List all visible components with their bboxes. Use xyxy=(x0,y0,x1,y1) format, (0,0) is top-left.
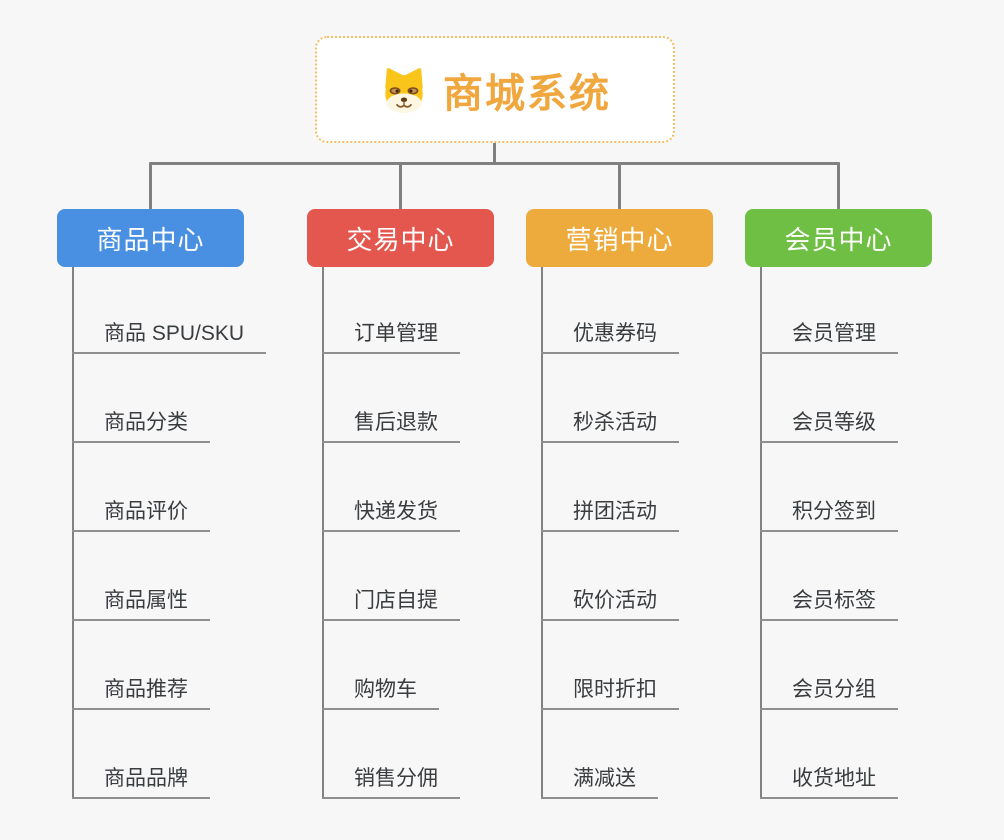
dog-face-icon xyxy=(385,67,423,113)
connector-branch-stub xyxy=(837,162,840,210)
child-node[interactable]: 优惠券码 xyxy=(541,316,679,354)
branch-node-trade-center[interactable]: 交易中心 xyxy=(307,209,494,267)
branch-node-product-center[interactable]: 商品中心 xyxy=(57,209,244,267)
connector-children-spine xyxy=(541,267,543,799)
child-node[interactable]: 商品评价 xyxy=(72,494,210,532)
child-node[interactable]: 商品分类 xyxy=(72,405,210,443)
child-node[interactable]: 购物车 xyxy=(322,672,439,710)
child-node[interactable]: 商品属性 xyxy=(72,583,210,621)
child-node[interactable]: 售后退款 xyxy=(322,405,460,443)
child-node[interactable]: 限时折扣 xyxy=(541,672,679,710)
child-node[interactable]: 砍价活动 xyxy=(541,583,679,621)
root-node[interactable]: 商城系统 xyxy=(315,36,675,143)
child-node[interactable]: 会员管理 xyxy=(760,316,898,354)
child-node[interactable]: 拼团活动 xyxy=(541,494,679,532)
root-node-label: 商城系统 xyxy=(443,71,611,116)
child-node[interactable]: 商品推荐 xyxy=(72,672,210,710)
child-node[interactable]: 收货地址 xyxy=(760,761,898,799)
branch-node-marketing-center[interactable]: 营销中心 xyxy=(526,209,713,267)
child-node[interactable]: 秒杀活动 xyxy=(541,405,679,443)
connector-children-spine xyxy=(72,267,74,799)
child-node[interactable]: 会员标签 xyxy=(760,583,898,621)
child-node[interactable]: 商品 SPU/SKU xyxy=(72,316,267,354)
child-node[interactable]: 会员分组 xyxy=(760,672,898,710)
child-node[interactable]: 销售分佣 xyxy=(322,761,460,799)
connector-children-spine xyxy=(322,267,324,799)
child-node[interactable]: 商品品牌 xyxy=(72,761,210,799)
connector-branch-stub xyxy=(618,162,621,210)
child-node[interactable]: 会员等级 xyxy=(760,405,898,443)
connector-branch-stub xyxy=(399,162,402,210)
connector-children-spine xyxy=(760,267,762,799)
child-node[interactable]: 快递发货 xyxy=(322,494,460,532)
branch-node-member-center[interactable]: 会员中心 xyxy=(745,209,932,267)
connector-horizontal-bus xyxy=(149,162,840,165)
connector-root-stem xyxy=(493,141,496,164)
child-node[interactable]: 满减送 xyxy=(541,761,658,799)
child-node[interactable]: 门店自提 xyxy=(322,583,460,621)
connector-branch-stub xyxy=(149,162,152,210)
child-node[interactable]: 订单管理 xyxy=(322,316,460,354)
child-node[interactable]: 积分签到 xyxy=(760,494,898,532)
